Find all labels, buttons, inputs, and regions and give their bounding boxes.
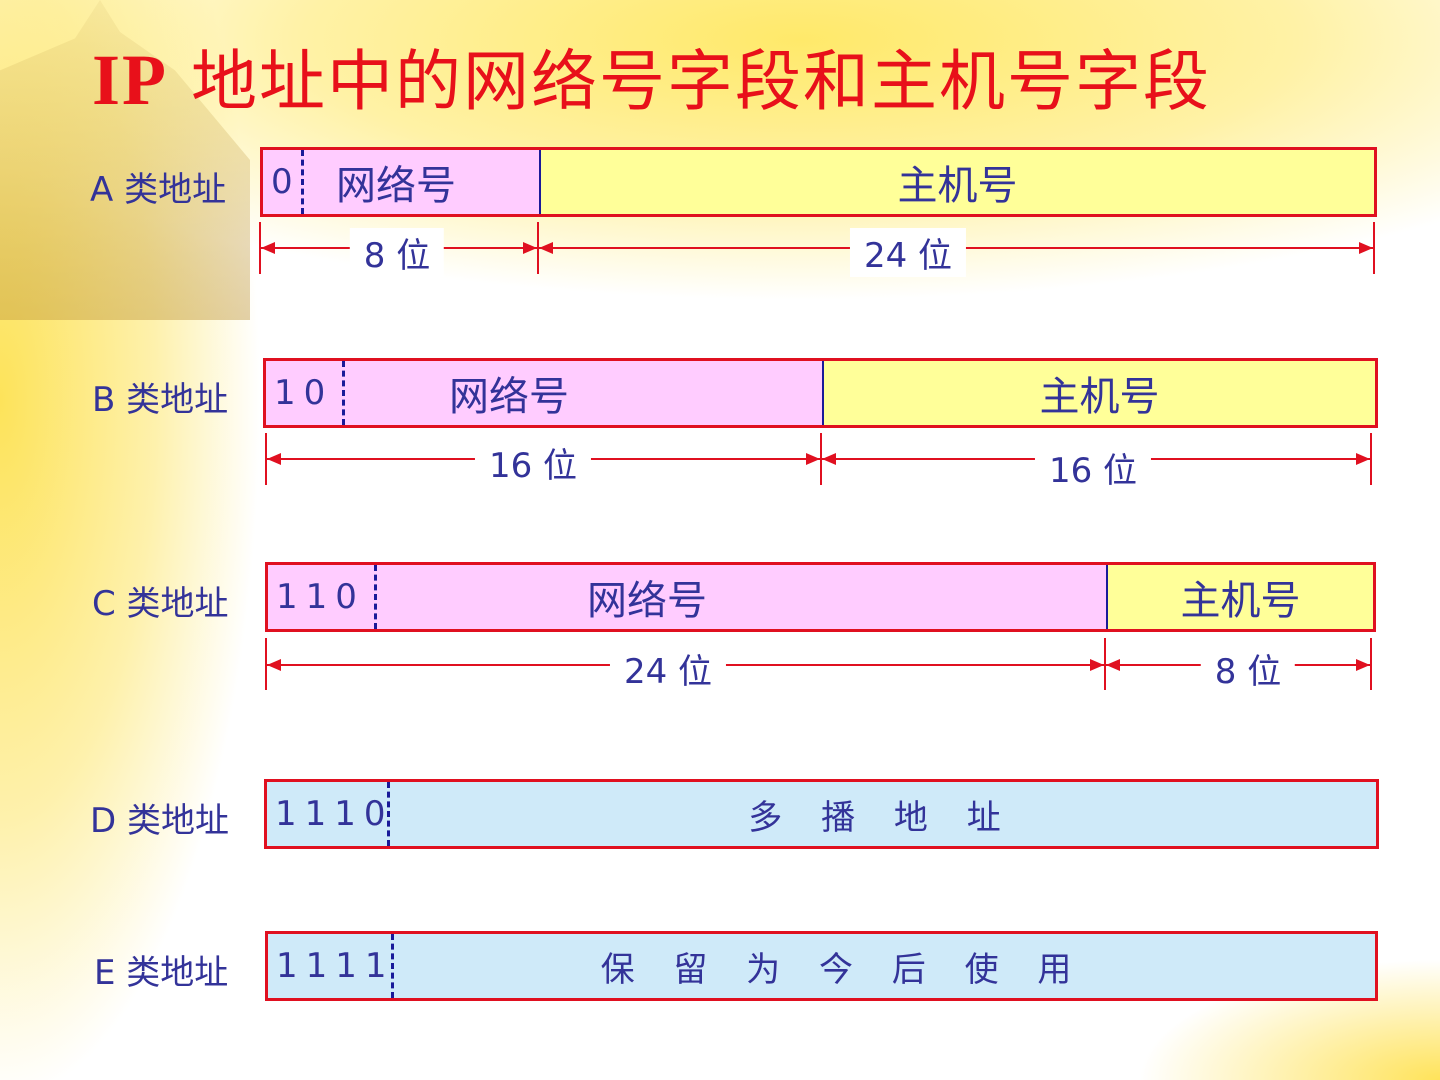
class-a-box: 网络号 0 主机号 [260,147,1377,217]
class-b-label: B 类地址 [92,380,229,420]
class-e-label: E 类地址 [94,953,229,993]
prefix-divider [374,565,377,629]
prefix-divider [391,934,394,998]
network-field: 网络号 [268,565,1106,629]
class-d-label: D 类地址 [90,801,229,841]
prefix-bits: 0 [271,162,301,202]
prefix-bits: 110 [276,577,365,617]
class-a-label: A 类地址 [90,170,227,210]
multicast-field: 多 播 地 址 [748,797,1015,838]
class-e-box: 1111 保 留 为 今 后 使 用 [265,931,1378,1001]
prefix-bits: 1110 [275,794,394,834]
prefix-bits: 1111 [276,946,395,986]
host-bits-label: 24 位 [849,228,967,277]
host-bits-label: 8 位 [1200,644,1296,693]
dimension-line [266,664,1371,666]
dimension-line [260,247,1374,249]
page-title: IP 地址中的网络号字段和主机号字段 [92,40,1211,120]
net-bits-label: 24 位 [609,644,727,693]
net-bits-label: 8 位 [349,228,445,277]
host-field: 主机号 [1106,565,1373,629]
prefix-divider [301,150,304,214]
network-field: 网络号 [263,150,539,214]
prefix-divider [387,782,390,846]
class-d-box: 1110 多 播 地 址 [264,779,1379,849]
reserved-field: 保 留 为 今 后 使 用 [600,949,1086,990]
class-b-box: 网络号 10 主机号 [263,358,1378,428]
host-field: 主机号 [822,361,1375,425]
prefix-divider [342,361,345,425]
prefix-bits: 10 [274,373,334,413]
host-field: 主机号 [539,150,1374,214]
host-bits-label: 16 位 [1034,443,1152,492]
class-c-box: 网络号 110 主机号 [265,562,1376,632]
net-bits-label: 16 位 [474,438,592,487]
network-field: 网络号 [266,361,822,425]
class-c-label: C 类地址 [92,584,229,624]
